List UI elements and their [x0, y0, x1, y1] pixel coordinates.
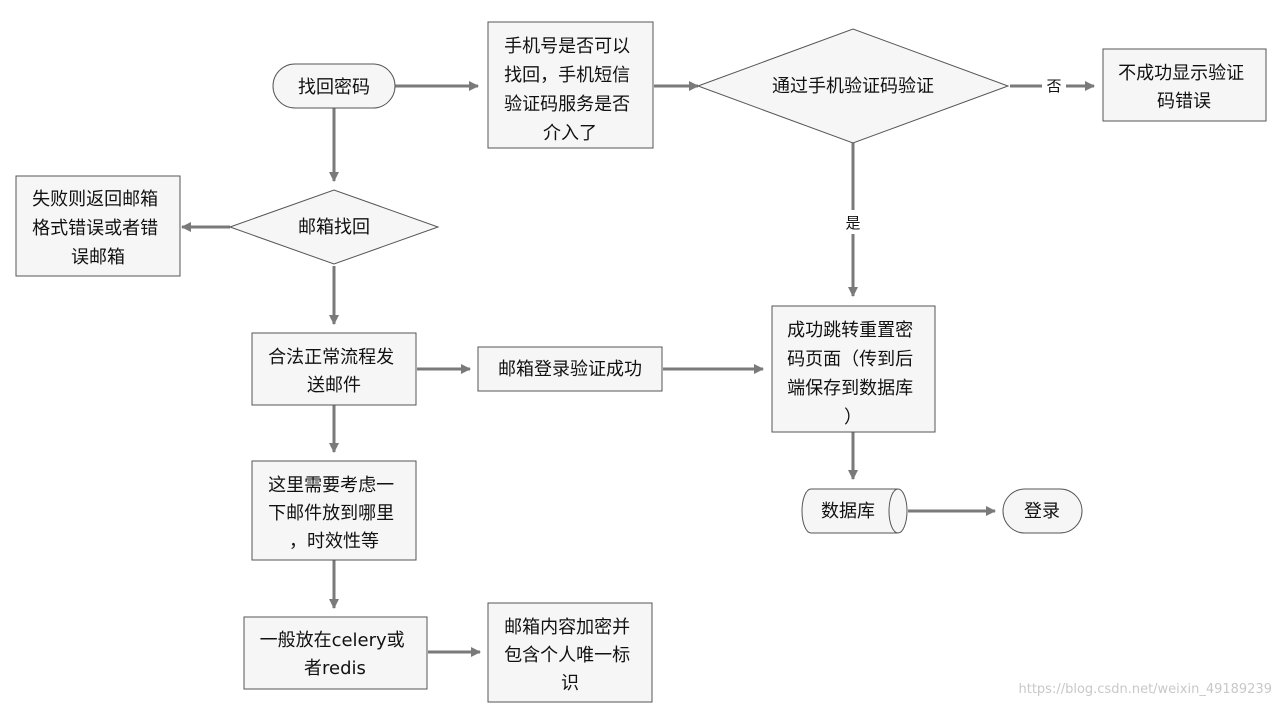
edge-label-no-text: 否 — [1046, 77, 1061, 95]
svg-text:找回密码: 找回密码 — [298, 77, 370, 98]
node-storage-line: 一般放在celery或 — [260, 630, 405, 651]
node-email-fail-line: 误邮箱 — [71, 247, 125, 268]
node-send-mail: 合法正常流程发 送邮件 — [251, 332, 417, 406]
svg-text:邮箱登录验证成功: 邮箱登录验证成功 — [498, 359, 642, 380]
svg-text:手机号是否可以 找回，手机短信 验证: 手机号是否可以 找回，手机短信 验证码服务是否 介入了 — [504, 36, 636, 144]
node-storage: 一般放在celery或 者redis — [243, 616, 428, 690]
node-phone-fail: 不成功显示验证 码错误 — [1102, 48, 1267, 122]
node-encrypt-line: 包含个人唯一标 — [504, 645, 630, 666]
svg-text:成功跳转重置密 码页面（传到后 端保: 成功跳转重置密 码页面（传到后 端保存到数据库 ） — [787, 320, 919, 428]
node-reset-page: 成功跳转重置密 码页面（传到后 端保存到数据库 ） — [771, 305, 936, 433]
svg-text:通过手机验证码验证: 通过手机验证码验证 — [772, 76, 934, 97]
node-phone-verify: 通过手机验证码验证 — [696, 28, 1010, 144]
svg-text:一般放在celery或 者redis: 一般放在celery或 者redis — [260, 630, 411, 679]
edge-label-yes-text: 是 — [845, 214, 860, 232]
node-database: 数据库 — [801, 488, 908, 534]
svg-text:邮箱内容加密并 包含个人唯一标 识: 邮箱内容加密并 包含个人唯一标 识 — [504, 617, 636, 694]
node-consider-line: 这里需要考虑一 — [268, 475, 394, 496]
node-phone-check: 手机号是否可以 找回，手机短信 验证码服务是否 介入了 — [487, 21, 654, 149]
node-login-line: 登录 — [1024, 501, 1060, 522]
node-consider-line: 下邮件放到哪里 — [268, 503, 394, 524]
svg-text:合法正常流程发 送邮件: 合法正常流程发 送邮件 — [268, 347, 400, 396]
node-consider: 这里需要考虑一 下邮件放到哪里 ，时效性等 — [251, 460, 417, 561]
node-start-line: 找回密码 — [298, 77, 370, 98]
node-encrypt-line: 识 — [561, 673, 579, 694]
node-email-fail-line: 格式错误或者错 — [32, 218, 158, 239]
node-phone-check-line: 手机号是否可以 — [504, 36, 630, 57]
node-encrypt-line: 邮箱内容加密并 — [504, 617, 630, 638]
node-phone-check-line: 介入了 — [543, 123, 597, 144]
svg-text:不成功显示验证 码错误: 不成功显示验证 码错误 — [1118, 63, 1250, 112]
edge-label-yes: 是 — [841, 210, 865, 234]
node-phone-fail-line: 不成功显示验证 — [1118, 63, 1244, 84]
node-reset-page-line: 端保存到数据库 — [787, 378, 913, 399]
node-phone-fail-line: 码错误 — [1157, 91, 1211, 112]
node-consider-line: ，时效性等 — [289, 531, 379, 552]
svg-text:这里需要考虑一 下邮件放到哪里 ，时: 这里需要考虑一 下邮件放到哪里 ，时效性等 — [268, 475, 400, 552]
node-phone-verify-line: 通过手机验证码验证 — [772, 76, 934, 97]
svg-text:邮箱找回: 邮箱找回 — [298, 217, 370, 238]
node-database-line: 数据库 — [821, 501, 875, 522]
node-email-verified: 邮箱登录验证成功 — [477, 346, 663, 392]
node-send-mail-line: 合法正常流程发 — [268, 347, 394, 368]
watermark: https://blog.csdn.net/weixin_49189239 — [1018, 682, 1272, 697]
svg-text:失败则返回邮箱 格式错误或者错 误邮: 失败则返回邮箱 格式错误或者错 误邮箱 — [32, 189, 164, 268]
node-reset-page-line: 码页面（传到后 — [787, 349, 913, 370]
node-storage-line: 者redis — [304, 658, 366, 679]
node-start: 找回密码 — [272, 63, 396, 109]
node-email-check: 邮箱找回 — [228, 189, 440, 265]
edges — [181, 81, 1095, 657]
svg-text:数据库: 数据库 — [821, 501, 875, 522]
node-reset-page-line: ） — [844, 407, 862, 428]
node-email-fail: 失败则返回邮箱 格式错误或者错 误邮箱 — [15, 175, 181, 277]
node-email-check-line: 邮箱找回 — [298, 217, 370, 238]
node-reset-page-line: 成功跳转重置密 — [787, 320, 913, 341]
svg-text:登录: 登录 — [1024, 501, 1060, 522]
edge-label-no: 否 — [1042, 74, 1066, 98]
node-phone-check-line: 找回，手机短信 — [504, 65, 630, 86]
node-send-mail-line: 送邮件 — [307, 375, 361, 396]
node-login: 登录 — [1002, 488, 1083, 534]
node-email-verified-line: 邮箱登录验证成功 — [498, 359, 642, 380]
node-email-fail-line: 失败则返回邮箱 — [32, 189, 158, 210]
node-phone-check-line: 验证码服务是否 — [504, 94, 630, 115]
node-encrypt: 邮箱内容加密并 包含个人唯一标 识 — [487, 602, 653, 703]
